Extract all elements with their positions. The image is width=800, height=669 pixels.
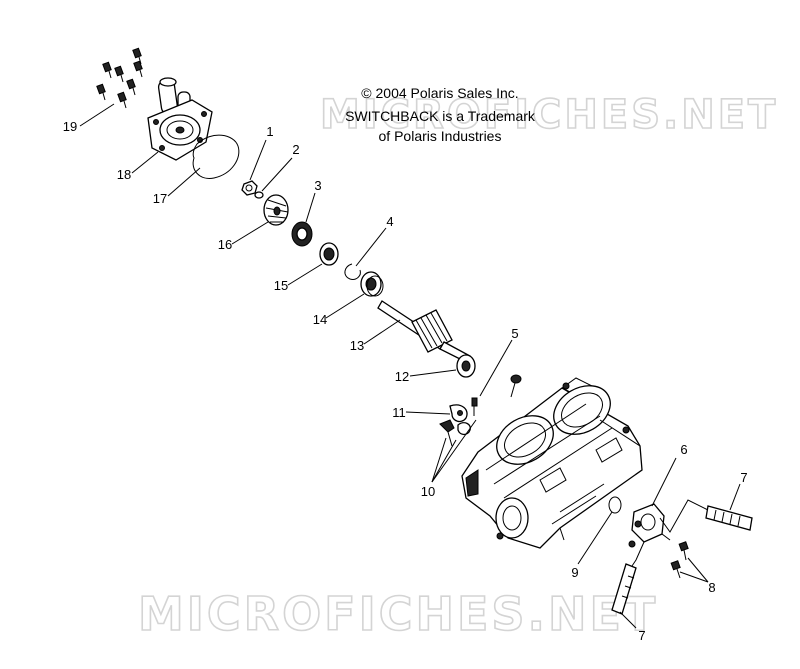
part-bearing-small	[319, 242, 339, 266]
part-o-ring	[608, 496, 622, 514]
callout-11: 11	[392, 405, 406, 420]
part-shaft-bearing	[456, 354, 476, 378]
callout-1: 1	[266, 124, 273, 139]
watermark-bottom: MICROFICHES.NET	[138, 587, 658, 641]
leader-lines	[79, 103, 741, 629]
callout-numbers: 1 2 3 4 5 6 7 7 8 9 10 11 12 13 14 15 16…	[63, 119, 748, 643]
callout-8: 8	[708, 580, 715, 595]
callout-15: 15	[274, 278, 288, 293]
callout-3: 3	[314, 178, 321, 193]
part-crankcase	[461, 377, 643, 549]
callout-10: 10	[421, 484, 435, 499]
trademark-line: SWITCHBACK is a Trademark	[345, 108, 536, 124]
part-pump-shaft	[377, 300, 471, 363]
part-seal	[291, 221, 313, 247]
copyright-line: © 2004 Polaris Sales Inc.	[361, 85, 518, 101]
callout-14: 14	[313, 312, 327, 327]
callout-13: 13	[350, 338, 364, 353]
part-bolts	[96, 47, 143, 109]
callout-19: 19	[63, 119, 77, 134]
callout-2: 2	[292, 142, 299, 157]
part-bearing-large	[360, 271, 384, 297]
callout-7-lower: 7	[638, 628, 645, 643]
callout-9: 9	[571, 565, 578, 580]
callout-5: 5	[511, 326, 518, 341]
part-impeller	[263, 194, 289, 226]
part-oil-line-upper	[659, 499, 753, 533]
part-snap-ring	[344, 263, 361, 280]
part-screw	[510, 374, 522, 398]
part-gasket	[192, 134, 240, 179]
part-washer	[254, 191, 264, 199]
part-oil-pump	[628, 503, 671, 548]
trademark-owner-line: of Polaris Industries	[379, 128, 502, 144]
callout-6: 6	[680, 442, 687, 457]
watermark-top: MICROFICHES.NET	[320, 92, 778, 138]
part-pump-housing	[147, 77, 213, 161]
callout-17: 17	[153, 191, 167, 206]
callout-16: 16	[218, 237, 232, 252]
part-pump-bolts	[670, 541, 689, 579]
part-clip	[449, 404, 468, 423]
callout-18: 18	[117, 167, 131, 182]
callout-12: 12	[395, 369, 409, 384]
part-nut	[241, 180, 258, 196]
part-small-fastener	[471, 397, 478, 416]
callout-4: 4	[386, 214, 393, 229]
callout-7-upper: 7	[740, 470, 747, 485]
